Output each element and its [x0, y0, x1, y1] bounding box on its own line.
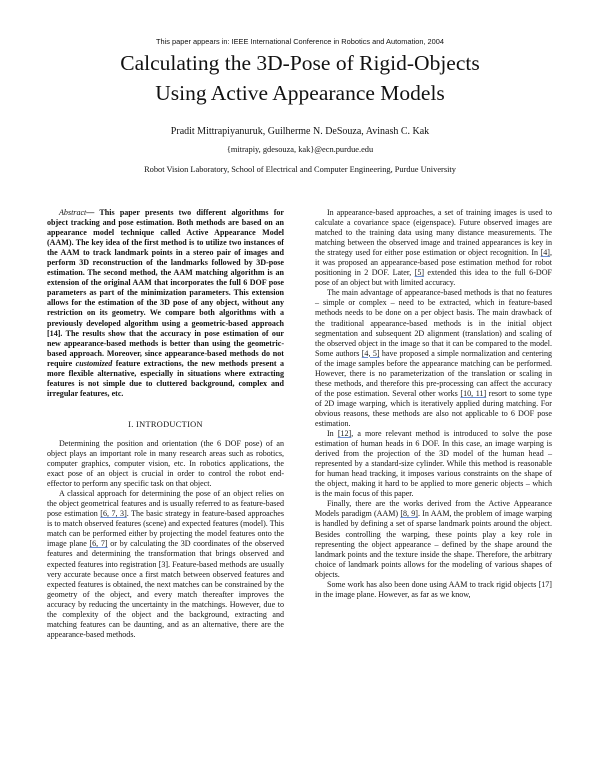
citation-link[interactable]: [6, 7] — [89, 539, 108, 549]
title-line-1: Calculating the 3D-Pose of Rigid-Objects — [120, 51, 480, 75]
author-emails: {mitrapiy, gdesouza, kak}@ecn.purdue.edu — [226, 145, 374, 154]
intro-paragraph-2: A classical approach for determining the… — [47, 489, 284, 639]
citation-link[interactable]: [4] — [540, 248, 550, 258]
citation-link[interactable]: [12] — [337, 429, 352, 439]
citation-link[interactable]: [5] — [414, 268, 425, 278]
appearance-paragraph-2: The main advantage of appearance-based m… — [315, 288, 553, 428]
title-line-2: Using Active Appearance Models — [155, 81, 445, 105]
left-column: Abstract— This paper presents two differ… — [47, 208, 284, 640]
right-column: In appearance-based approaches, a set of… — [315, 208, 552, 600]
section-heading-introduction: I. INTRODUCTION — [128, 419, 203, 429]
abstract-label: Abstract — [59, 208, 87, 217]
citation-link[interactable]: [10, 11] — [460, 388, 487, 398]
appearance-paragraph-4: Finally, there are the works derived fro… — [315, 499, 553, 579]
author-list: Pradit Mittrapiyanuruk, Guilherme N. DeS… — [170, 126, 430, 137]
citation-link[interactable]: [8, 9] — [400, 509, 418, 519]
affiliation: Robot Vision Laboratory, School of Elect… — [144, 165, 456, 174]
paper-title: Calculating the 3D-Pose of Rigid-Objects… — [40, 48, 560, 108]
publication-note: This paper appears in: IEEE Internationa… — [155, 37, 444, 46]
appearance-paragraph-5: Some work has also been done using AAM t… — [315, 579, 552, 599]
abstract-emphasis: customized — [75, 358, 113, 368]
intro-paragraph-1: Determining the position and orientation… — [47, 438, 284, 489]
abstract: Abstract— This paper presents two differ… — [47, 208, 284, 398]
citation-link[interactable]: [6, 7, 3] — [100, 509, 127, 519]
appearance-paragraph-1: In appearance-based approaches, a set of… — [315, 208, 552, 288]
citation-link[interactable]: [4, 5] — [361, 348, 380, 358]
appearance-paragraph-3: In [12], a more relevant method is intro… — [315, 429, 553, 499]
